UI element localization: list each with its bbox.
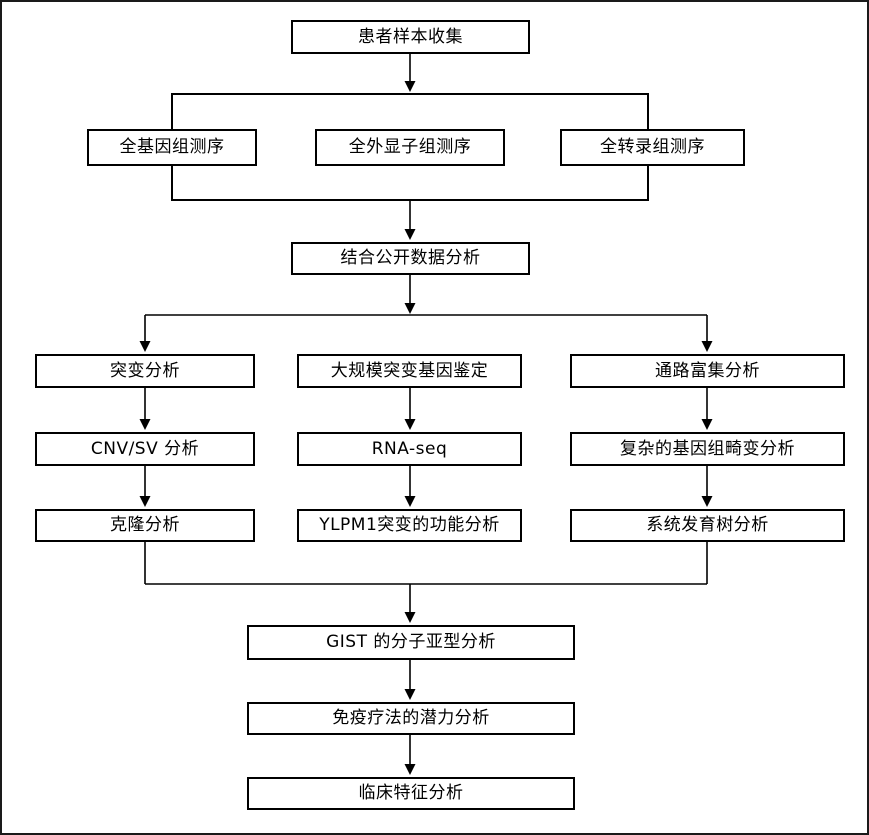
arrow-largescale-to-rnaseq — [404, 388, 416, 430]
node-mutation-analysis: 突变分析 — [35, 354, 255, 388]
node-cnv-sv-analysis: CNV/SV 分析 — [35, 432, 255, 466]
node-whole-transcriptome-sequencing: 全转录组测序 — [560, 129, 745, 166]
node-clinical-feature-analysis: 临床特征分析 — [247, 777, 575, 810]
node-whole-exome-sequencing: 全外显子组测序 — [315, 129, 505, 166]
arrow-complex-to-phylo — [701, 466, 713, 507]
node-public-data-analysis: 结合公开数据分析 — [291, 242, 530, 275]
node-immunotherapy-potential-analysis: 免疫疗法的潜力分析 — [247, 702, 575, 735]
arrow-public-to-branch — [404, 275, 416, 314]
node-whole-genome-sequencing: 全基因组测序 — [87, 129, 257, 166]
node-ylpm1-mutation-functional-analysis: YLPM1突变的功能分析 — [297, 509, 522, 542]
arrow-pathway-to-complex — [701, 388, 713, 430]
node-patient-sample-collection: 患者样本收集 — [291, 20, 530, 54]
node-rna-seq: RNA-seq — [297, 432, 522, 466]
arrow-sequencing-to-public — [404, 201, 416, 240]
arrow-cnvsv-to-clonal — [139, 466, 151, 507]
arrow-immuno-to-clinical — [404, 735, 416, 775]
branch-distributor-line — [139, 314, 713, 352]
merge-collector-line — [144, 542, 708, 623]
node-gist-molecular-subtype-analysis: GIST 的分子亚型分析 — [247, 625, 575, 660]
node-pathway-enrichment-analysis: 通路富集分析 — [570, 354, 845, 388]
node-phylogenetic-tree-analysis: 系统发育树分析 — [570, 509, 845, 542]
node-complex-genomic-aberration-analysis: 复杂的基因组畸变分析 — [570, 432, 845, 466]
arrow-rnaseq-to-ylpm1 — [404, 466, 416, 507]
arrow-gist-to-immuno — [404, 660, 416, 700]
node-large-scale-mutated-gene-identification: 大规模突变基因鉴定 — [297, 354, 522, 388]
arrow-patient-to-sequencing — [404, 54, 416, 92]
node-clonal-analysis: 克隆分析 — [35, 509, 255, 542]
arrow-mutation-to-cnvsv — [139, 388, 151, 430]
